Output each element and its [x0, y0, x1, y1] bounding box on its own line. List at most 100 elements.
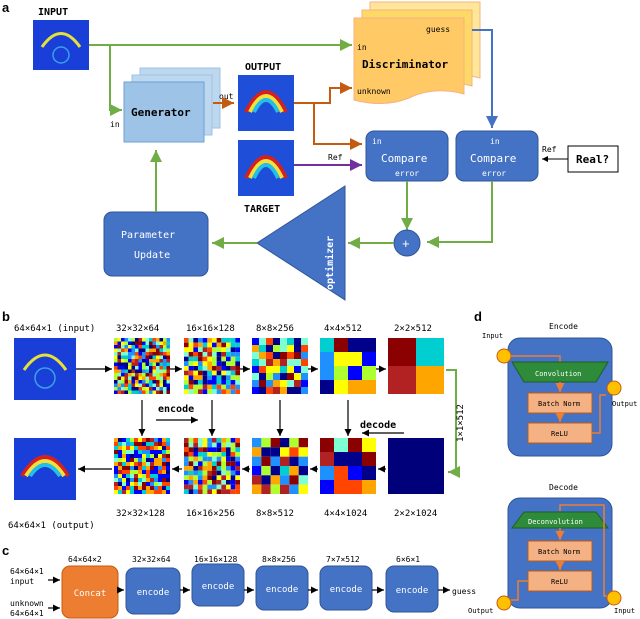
- discriminator-block: [353, 1, 481, 104]
- decode-output-port: [496, 595, 512, 611]
- compare-box-2: [455, 130, 539, 182]
- arrow-err2-plus: [427, 181, 493, 248]
- arrow-output-compare: [313, 103, 362, 150]
- c-dim-label: 7×7×512: [326, 555, 360, 564]
- bottom-dim-label: 4×4×1024: [324, 509, 367, 519]
- bottom-dim-label: 2×2×1024: [394, 509, 437, 519]
- output-image: [238, 75, 294, 131]
- c-encode-box: [385, 565, 439, 613]
- compare2-error: error: [482, 169, 506, 178]
- bottom-dim-label: 32×32×128: [116, 509, 165, 519]
- panel-c-group: 64×64×1inputunknown64×64×1Concat64×64×2e…: [10, 555, 476, 619]
- bottom-dim-label: 8×8×512: [256, 509, 294, 519]
- decode-input-port: [606, 590, 622, 606]
- c-guess-label: guess: [452, 587, 476, 596]
- compare1-label: Compare: [381, 152, 427, 165]
- output-title: OUTPUT: [245, 62, 281, 73]
- top-dim-label: 2×2×512: [394, 324, 432, 334]
- panel-label-d: d: [474, 309, 482, 324]
- c-encode-box: [125, 567, 181, 615]
- disc-guess-port: guess: [426, 25, 450, 34]
- encode-input-line: [511, 355, 561, 362]
- decode-title: Decode: [549, 483, 578, 492]
- batchnorm2-label: Batch Norm: [538, 548, 580, 556]
- dec-out-line: [511, 580, 528, 601]
- bottleneck-arrow: [446, 369, 460, 478]
- enc-map-5: [388, 338, 444, 394]
- param-update-l1: Parameter: [121, 230, 175, 241]
- optimizer-label: optimizer: [324, 236, 336, 290]
- deconvolution-shape: [511, 511, 609, 529]
- dec-in-line: [559, 504, 608, 597]
- concat-box-label: Concat: [74, 589, 107, 599]
- relu-label: ReLU: [551, 430, 568, 438]
- encode-title: Encode: [549, 322, 578, 331]
- compare2-in: in: [490, 137, 500, 146]
- decode-arrow-label: decode: [360, 420, 396, 431]
- c-dim-label: 32×32×64: [132, 555, 171, 564]
- ref-port-1: Ref: [328, 153, 343, 162]
- top-dim-label: 16×16×128: [186, 324, 235, 334]
- dec-map-4: [320, 438, 376, 494]
- decode-input: Input: [614, 607, 635, 615]
- compare2-label: Compare: [470, 152, 516, 165]
- disc-unknown-port: unknown: [357, 87, 391, 96]
- convolution-label: Convolution: [535, 370, 581, 378]
- convolution-shape: [511, 361, 609, 383]
- c-encode-box: [255, 565, 309, 611]
- real-box: [567, 145, 619, 173]
- enc-out-line: [592, 394, 606, 434]
- arrow-output-disc: [294, 82, 352, 104]
- encode-output-port: [606, 380, 622, 396]
- c-input-dim: 64×64×1: [10, 567, 44, 576]
- c-encode-box-label: encode: [266, 585, 299, 595]
- gen-out-port: out: [219, 92, 234, 101]
- arrow-guess-compare2: [472, 29, 498, 128]
- batchnorm-label: Batch Norm: [538, 400, 580, 408]
- enc-map-4: [320, 338, 376, 394]
- input-title: INPUT: [38, 7, 68, 18]
- optimizer-triangle: [256, 185, 346, 301]
- param-update-l2: Update: [134, 250, 170, 261]
- arrow-input-gen: [109, 45, 122, 116]
- top-dim-label: 64×64×1 (input): [14, 324, 95, 334]
- side-dim: 1×1×512: [456, 404, 466, 442]
- c-encode-box-label: encode: [137, 588, 170, 598]
- output-map: [14, 438, 76, 500]
- c-encode-box: [319, 565, 373, 611]
- deconvolution-label: Deconvolution: [528, 518, 583, 526]
- c-encode-box-label: encode: [396, 586, 429, 596]
- c-dim-label: 16×16×128: [194, 555, 238, 564]
- panel-label-b: b: [2, 309, 10, 324]
- c-dim-label: 64×64×2: [68, 555, 102, 564]
- target-title: TARGET: [244, 204, 280, 215]
- plus-label: +: [402, 236, 410, 251]
- decode-output: Output: [468, 607, 493, 615]
- enc-map-3: [252, 338, 308, 394]
- c-input-label: input: [10, 577, 34, 586]
- dec-map-1: [114, 438, 170, 494]
- panel-label-c: c: [2, 543, 9, 558]
- top-dim-label: 8×8×256: [256, 324, 294, 334]
- generator-label: Generator: [131, 106, 191, 119]
- encode-arrow-label: encode: [158, 404, 194, 415]
- encode-output: Output: [612, 400, 637, 408]
- compare1-error: error: [395, 169, 419, 178]
- c-encode-box: [191, 563, 245, 607]
- dec-map-3: [252, 438, 308, 494]
- dec-map-2: [184, 438, 240, 494]
- param-update-box: [103, 211, 209, 277]
- c-encode-box-label: encode: [202, 582, 235, 592]
- ref-port-2: Ref: [542, 145, 557, 154]
- bottom-dim-label: 64×64×1 (output): [8, 521, 95, 531]
- input-map: [14, 338, 76, 400]
- dec-map-5: [388, 438, 444, 494]
- target-image: [238, 140, 294, 196]
- gen-in-port: in: [110, 120, 120, 129]
- compare1-in: in: [372, 137, 382, 146]
- real-label: Real?: [576, 153, 609, 166]
- enc-map-1: [114, 338, 170, 394]
- discriminator-label: Discriminator: [362, 58, 448, 71]
